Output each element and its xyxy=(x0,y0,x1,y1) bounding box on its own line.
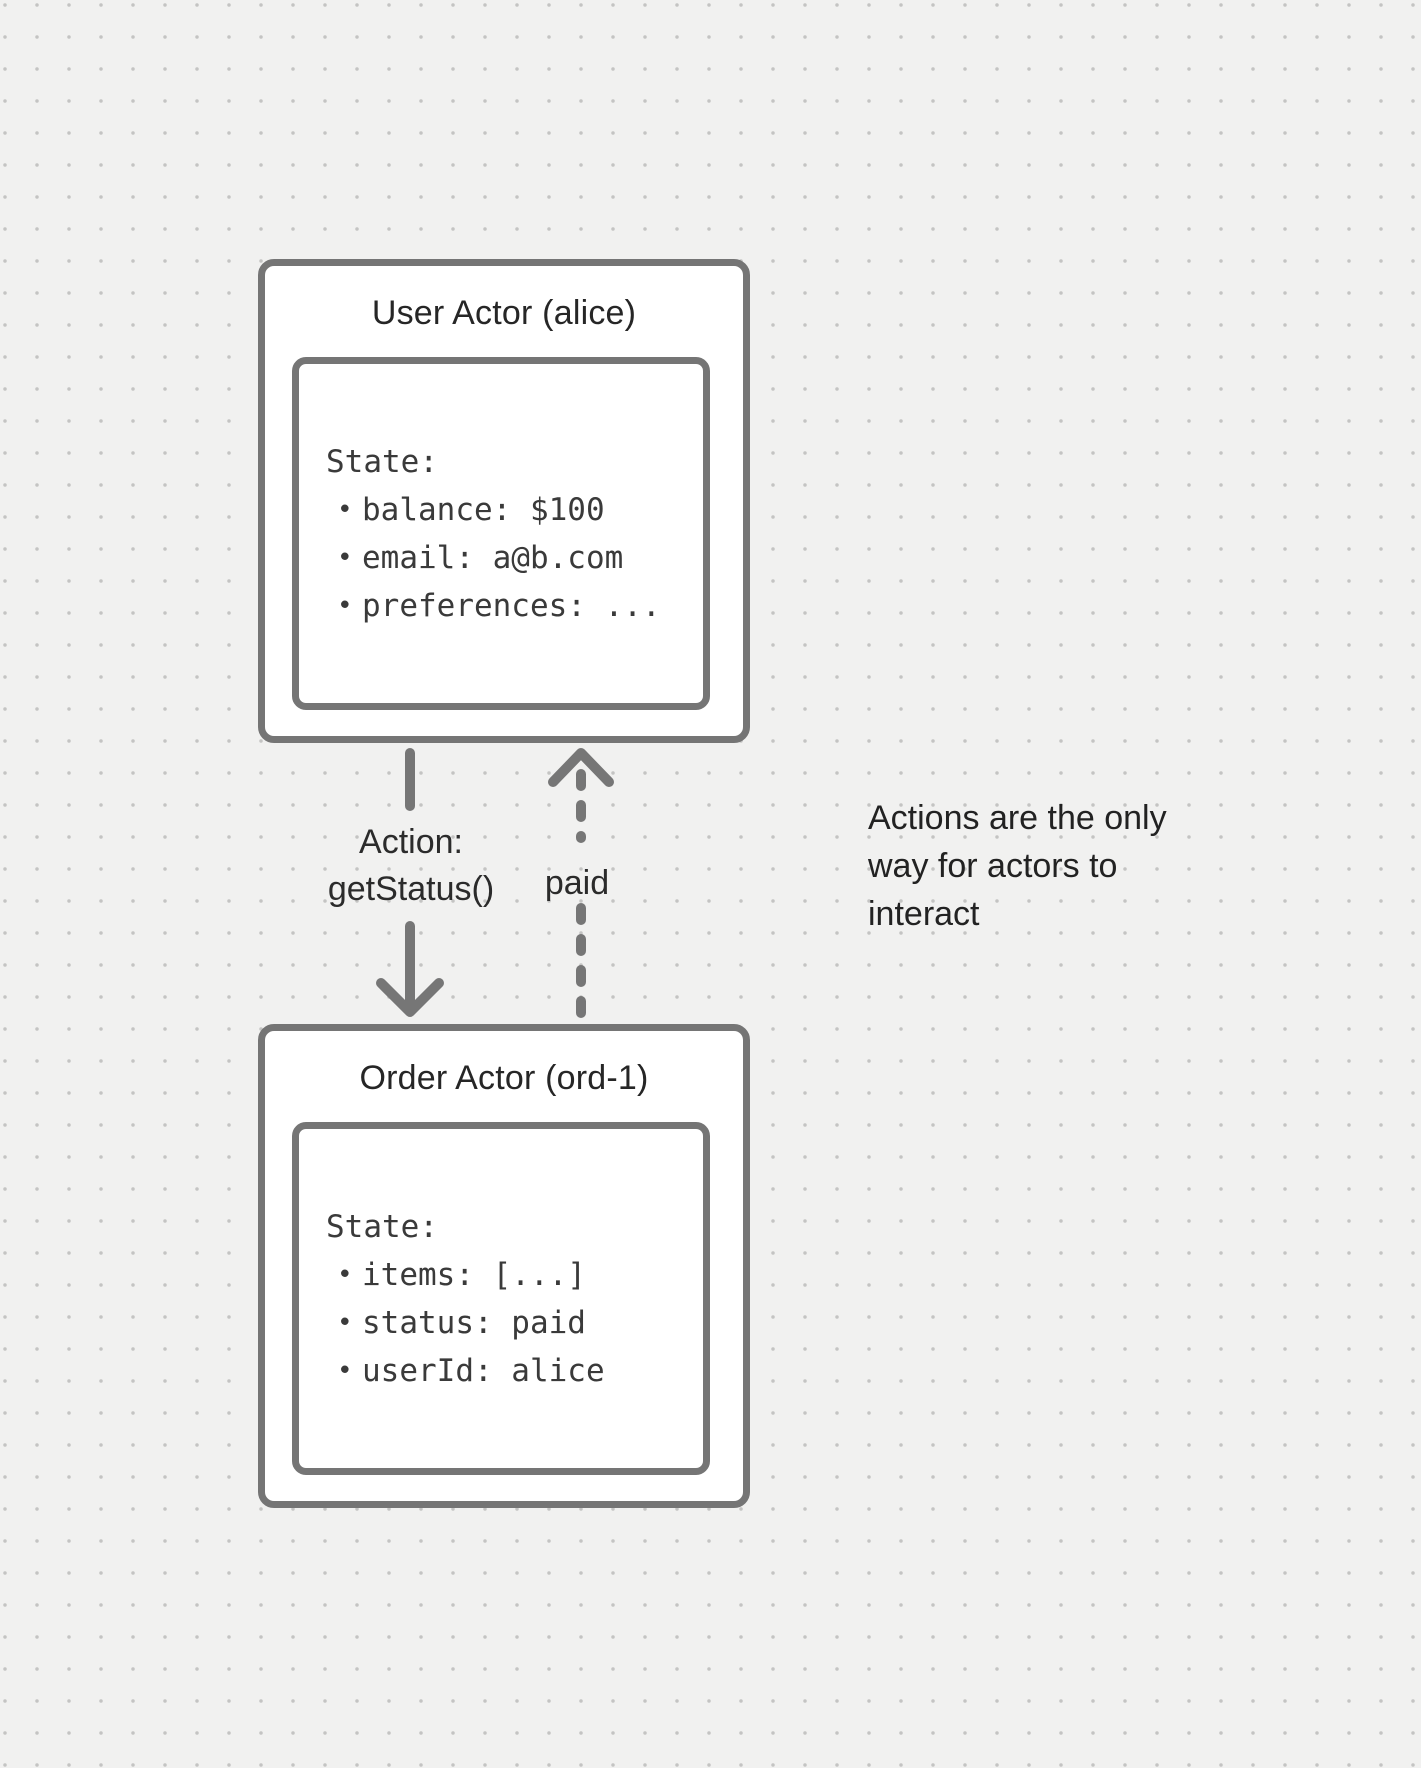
paid-arrow-label[interactable]: paid xyxy=(544,864,610,902)
state-item: items: [...] xyxy=(326,1251,693,1299)
order-actor-state-label: State: xyxy=(326,1209,438,1245)
user-actor-state-label: State: xyxy=(326,444,438,480)
order-actor-state-list: items: [...] status: paid userId: alice xyxy=(326,1251,693,1395)
state-item: email: a@b.com xyxy=(326,534,693,582)
order-actor-state-box[interactable]: State: items: [...] status: paid userId:… xyxy=(292,1122,710,1475)
state-item: balance: $100 xyxy=(326,486,693,534)
state-item: preferences: ... xyxy=(326,582,693,630)
order-actor-box[interactable]: Order Actor (ord-1) State: items: [...] … xyxy=(258,1024,750,1508)
state-item: userId: alice xyxy=(326,1347,693,1395)
order-actor-title: Order Actor (ord-1) xyxy=(359,1059,649,1097)
annotation-text[interactable]: Actions are the only way for actors to i… xyxy=(868,794,1167,938)
action-arrowhead-down xyxy=(376,978,444,1017)
user-actor-state-list: balance: $100 email: a@b.com preferences… xyxy=(326,486,693,630)
annotation-line3: interact xyxy=(868,895,980,933)
paid-arrowhead-up xyxy=(548,748,614,787)
action-arrow-label[interactable]: Action: getStatus() xyxy=(328,819,494,913)
annotation-line1: Actions are the only xyxy=(868,799,1167,837)
annotation-line2: way for actors to xyxy=(868,847,1118,885)
user-actor-title: User Actor (alice) xyxy=(371,294,637,332)
action-arrow-label-line1: Action: xyxy=(359,823,463,861)
state-item: status: paid xyxy=(326,1299,693,1347)
user-actor-state-box[interactable]: State: balance: $100 email: a@b.com pref… xyxy=(292,357,710,710)
user-actor-box[interactable]: User Actor (alice) State: balance: $100 … xyxy=(258,259,750,743)
action-arrow-label-line2: getStatus() xyxy=(327,870,495,908)
